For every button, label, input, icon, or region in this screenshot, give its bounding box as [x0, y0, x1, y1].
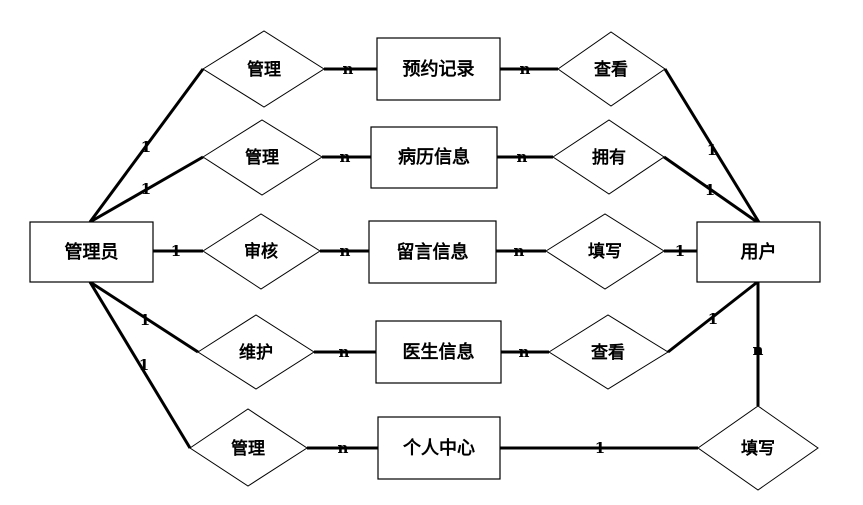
relation-r4-right-label: 查看	[590, 342, 625, 363]
relation-r4-right: 查看	[548, 314, 669, 390]
card-medical-r2r: n	[517, 148, 528, 166]
card-r1l-appointment: n	[343, 60, 354, 78]
line-admin-r4-left	[89, 280, 199, 354]
relation-r5-right: 填写	[697, 405, 819, 491]
relation-r1-right-label: 查看	[593, 59, 628, 80]
line-admin-r2-left	[89, 155, 204, 224]
entity-doctor: 医生信息	[375, 320, 502, 384]
relation-r1-left-label: 管理	[247, 59, 281, 80]
connector-lines	[88, 67, 762, 450]
entity-doctor-label: 医生信息	[403, 341, 475, 363]
relation-r5-left: 管理	[189, 408, 308, 487]
card-admin-r5: 1	[139, 356, 149, 374]
relation-r2-right-label: 拥有	[592, 147, 626, 168]
card-r1r-user: 1	[707, 141, 717, 159]
relation-r4-left: 维护	[197, 314, 315, 390]
card-r2r-user: 1	[705, 181, 715, 199]
relation-r3-left-label: 审核	[244, 241, 278, 262]
line-r1-right-user	[663, 68, 762, 225]
relation-r3-left: 审核	[202, 213, 321, 290]
relation-r5-right-label: 填写	[741, 438, 775, 459]
relation-r5-left-label: 管理	[231, 438, 265, 459]
card-r5l-personal: n	[338, 439, 349, 457]
relation-r4-left-label: 维护	[239, 342, 273, 363]
card-r3l-message: n	[340, 242, 351, 260]
relation-r1-left: 管理	[202, 30, 325, 108]
entity-medical-record: 病历信息	[370, 126, 498, 189]
relation-r2-left: 管理	[202, 119, 323, 196]
entity-appointment-label: 预约记录	[403, 58, 475, 80]
card-admin-r3: 1	[171, 242, 181, 260]
card-admin-r4: 1	[140, 311, 150, 329]
card-admin-r1: 1	[141, 138, 151, 156]
card-user-r5r: n	[753, 341, 764, 359]
card-r4l-doctor: n	[339, 343, 350, 361]
entity-appointment: 预约记录	[376, 37, 501, 101]
entity-message-label: 留言信息	[397, 241, 469, 263]
cardinality-labels: 1 n n 1 1 n n 1 1 n n 1 1 n n 1 1 n 1 n	[139, 60, 764, 457]
card-doctor-r4r: n	[519, 343, 530, 361]
entity-admin: 管理员	[29, 221, 154, 283]
card-personal-r5r: 1	[595, 439, 605, 457]
line-r2-right-user	[663, 155, 761, 226]
card-r2l-medical: n	[340, 148, 351, 166]
entity-personal-center-label: 个人中心	[402, 437, 475, 459]
card-r3r-user: 1	[675, 242, 685, 260]
line-admin-r1-left	[88, 68, 205, 223]
line-r4-right-user	[667, 278, 761, 354]
entity-medical-record-label: 病历信息	[398, 146, 470, 168]
relation-r3-right: 填写	[545, 213, 665, 290]
relation-r2-right: 拥有	[552, 119, 665, 195]
card-appointment-r1r: n	[520, 60, 531, 78]
card-admin-r2: 1	[141, 180, 151, 198]
entity-personal-center: 个人中心	[377, 416, 501, 480]
entity-user: 用户	[696, 221, 821, 283]
card-message-r3r: n	[514, 242, 525, 260]
relation-r1-right: 查看	[557, 31, 666, 107]
entity-admin-label: 管理员	[65, 241, 119, 263]
card-r4r-user: 1	[708, 310, 718, 328]
line-admin-r5-left	[88, 281, 192, 449]
entity-user-label: 用户	[741, 241, 777, 263]
relation-r2-left-label: 管理	[245, 147, 279, 168]
relation-r3-right-label: 填写	[588, 241, 622, 262]
entity-message: 留言信息	[368, 220, 497, 284]
